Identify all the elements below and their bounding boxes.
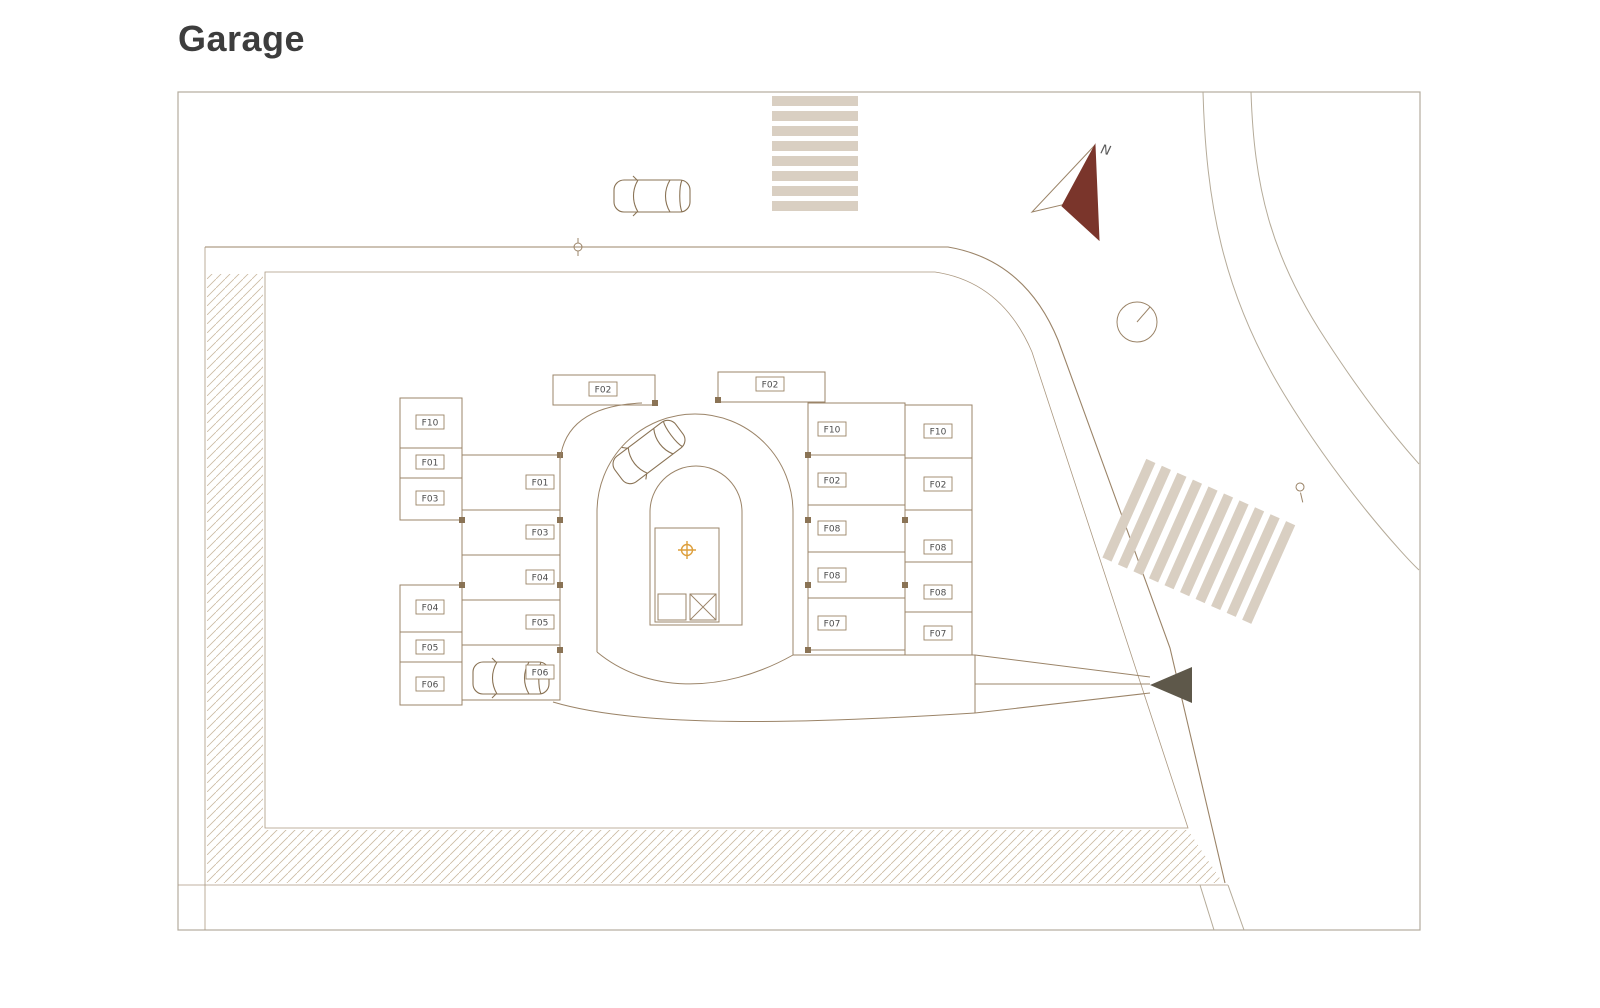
stall-label: F10 (415, 414, 445, 430)
stall-label-text: F06 (422, 681, 439, 691)
stall-block-right-outer (904, 404, 973, 656)
car-street (613, 175, 691, 217)
stall-label: F08 (923, 584, 953, 600)
stall-label-text: F03 (532, 529, 549, 539)
stall-label: F03 (525, 524, 555, 540)
stall-label-text: F08 (930, 544, 947, 554)
stall-label: F02 (755, 376, 785, 392)
stall-label-text: F03 (422, 495, 439, 505)
stall-label: F10 (923, 423, 953, 439)
stall-label-text: F05 (422, 644, 439, 654)
stall-label: F07 (817, 615, 847, 631)
stall-label: F07 (923, 625, 953, 641)
stall-label-text: F04 (422, 604, 439, 614)
stall-label: F10 (817, 421, 847, 437)
manhole-circle (1116, 301, 1158, 343)
stall-label-text: F04 (532, 574, 549, 584)
stall-label-text: F10 (930, 428, 947, 438)
stall-label: F03 (415, 490, 445, 506)
stall-label: F04 (415, 599, 445, 615)
stall-label: F02 (817, 472, 847, 488)
stall-label: F06 (415, 676, 445, 692)
stall-label: F02 (923, 476, 953, 492)
stall-label-text: F08 (824, 525, 841, 535)
car-on-ramp (606, 412, 692, 492)
stall-label-text: F02 (930, 481, 947, 491)
landscape-symbol (569, 238, 587, 256)
stall-label: F04 (525, 569, 555, 585)
stall-label-text: F01 (532, 479, 549, 489)
north-arrow: N (1030, 142, 1112, 242)
stall-label: F08 (923, 539, 953, 555)
stall-label-text: F02 (595, 386, 612, 396)
crosswalk-top (772, 96, 858, 211)
elevator-icon (657, 593, 687, 621)
stair-shaft-icon (689, 593, 717, 621)
stall-label-text: F01 (422, 459, 439, 469)
stall-label-text: F08 (930, 589, 947, 599)
stall-label-text: F10 (422, 419, 439, 429)
stall-label: F08 (817, 520, 847, 536)
stall-label-text: F05 (532, 619, 549, 629)
north-label: N (1099, 142, 1112, 159)
entrance-arrow-icon (1150, 667, 1192, 703)
stall-label: F01 (415, 454, 445, 470)
stall-label: F02 (588, 381, 618, 397)
stall-label-text: F10 (824, 426, 841, 436)
site-boundary (178, 246, 1245, 931)
stall-label-text: F06 (532, 669, 549, 679)
street-lines (1202, 91, 1420, 571)
page-title: Garage (178, 18, 306, 59)
stall-label-text: F02 (762, 381, 779, 391)
north-arrow-filled-blade (1061, 143, 1100, 242)
structural-columns (459, 397, 908, 653)
stall-label-text: F02 (824, 477, 841, 487)
drawing-frame (177, 91, 1421, 931)
core (654, 527, 720, 623)
stall-label: F05 (415, 639, 445, 655)
stall-label: F01 (525, 474, 555, 490)
survey-cross-icon (678, 541, 696, 559)
stall-label-text: F07 (930, 630, 947, 640)
stall-label: F05 (525, 614, 555, 630)
stall-divider-lines (400, 447, 972, 663)
entrance-driveway (974, 654, 1192, 714)
stall-label-text: F07 (824, 620, 841, 630)
crosswalk-right (1102, 458, 1296, 624)
street-fixture-symbol (1295, 482, 1305, 503)
ramp (552, 402, 976, 722)
stall-label: F08 (817, 567, 847, 583)
stall-labels: F10 F01 F03 F04 F05 F06 F01 F03 F04 F05 … (415, 376, 953, 692)
stall-label: F06 (525, 664, 555, 680)
stall-label-text: F08 (824, 572, 841, 582)
